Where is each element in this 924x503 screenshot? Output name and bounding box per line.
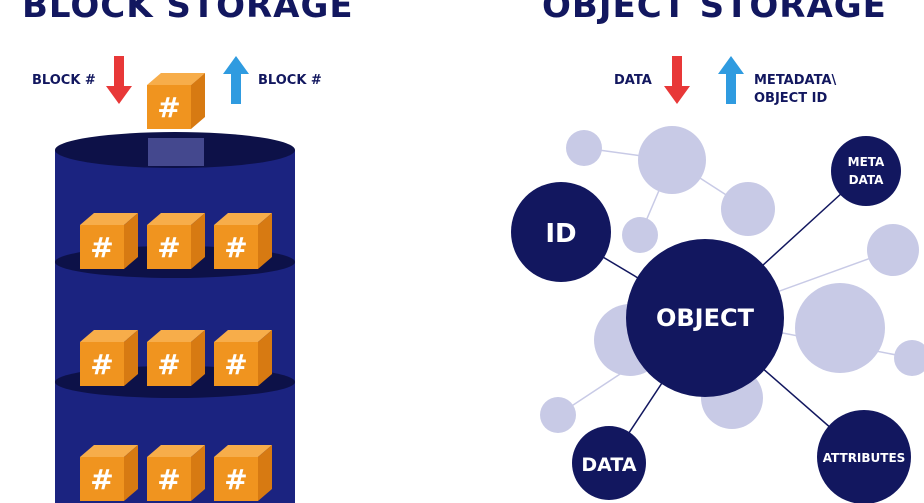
object-node-label: OBJECT xyxy=(656,304,755,332)
metadata-node-label-line2: DATA xyxy=(849,173,885,187)
object-in-label: DATA xyxy=(614,73,652,88)
metadata-node xyxy=(831,136,901,206)
object-out-label-line1: METADATA\ xyxy=(754,73,837,88)
id-node-label: ID xyxy=(545,219,576,249)
id-node xyxy=(511,182,611,282)
object-out-label-line2: OBJECT ID xyxy=(754,91,828,106)
block-out-label: BLOCK # xyxy=(258,73,322,88)
up-arrow-icon xyxy=(718,56,744,104)
object-storage-title: OBJECT STORAGE xyxy=(542,0,887,26)
attributes-node xyxy=(817,410,911,503)
down-arrow-icon xyxy=(106,56,132,104)
data-node-label: DATA xyxy=(581,454,636,476)
up-arrow-icon xyxy=(223,56,249,104)
attributes-node-label: ATTRIBUTES xyxy=(823,451,906,465)
object-out-label: METADATA\ OBJECT ID xyxy=(754,72,836,108)
block-in-label: BLOCK # xyxy=(32,73,96,88)
cube-slot xyxy=(148,138,204,166)
metadata-node-label-line1: META xyxy=(848,155,885,169)
down-arrow-icon xyxy=(664,56,690,104)
cylinder-body xyxy=(55,150,295,503)
object-node xyxy=(626,239,784,397)
data-node xyxy=(572,426,646,500)
block-storage-title: BLOCK STORAGE xyxy=(22,0,354,26)
